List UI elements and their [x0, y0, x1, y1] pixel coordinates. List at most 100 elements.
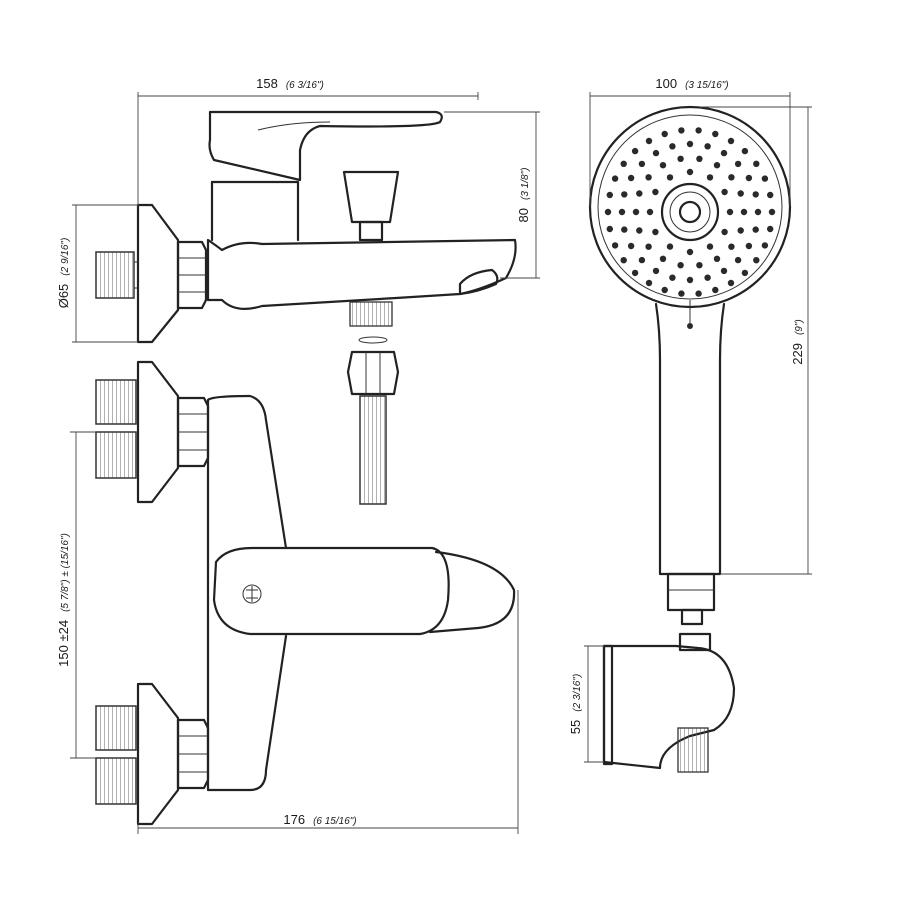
- nozzle-dot: [721, 228, 728, 236]
- nozzle-dot: [741, 269, 749, 277]
- nozzle-dot: [727, 137, 735, 145]
- nozzle-dot: [677, 155, 684, 162]
- nozzle-dot: [720, 267, 728, 275]
- nozzle-dot: [678, 127, 685, 134]
- brand-logo: [242, 584, 262, 604]
- shower-holder: [602, 632, 736, 773]
- nozzle-dot: [627, 174, 635, 182]
- nozzle-dot: [753, 257, 760, 264]
- nozzle-dot: [611, 242, 619, 249]
- nozzle-dot: [753, 160, 760, 167]
- nozzle-dot: [638, 256, 646, 264]
- nozzle-dot: [720, 149, 728, 157]
- dim-height-80: 80 (3 1/8"): [515, 168, 532, 223]
- nozzle-dot: [768, 208, 776, 216]
- nozzle-dot: [645, 174, 652, 181]
- nozzle-dot: [645, 137, 653, 145]
- nozzle-dot: [659, 255, 667, 262]
- nozzle-dot: [620, 257, 627, 264]
- nozzle-dot: [727, 279, 735, 287]
- nozzle-dot: [652, 228, 659, 236]
- nozzle-dot: [686, 276, 694, 284]
- nozzle-dot: [606, 191, 613, 199]
- nozzle-dot: [652, 149, 660, 157]
- nozzle-dot: [696, 262, 703, 269]
- dim-diameter: Ø65 (2 9/16"): [55, 238, 72, 309]
- nozzle-dot: [645, 279, 653, 287]
- nozzle-dot: [686, 248, 694, 256]
- nozzle-dot: [767, 191, 774, 199]
- dim-head-width: 100 (3 15/16"): [655, 75, 728, 92]
- nozzle-dot: [631, 147, 639, 155]
- nozzle-dot: [661, 130, 668, 138]
- nozzle-dot: [734, 160, 742, 168]
- nozzle-dot: [686, 140, 694, 148]
- nozzle-dot: [704, 274, 711, 281]
- nozzle-dot: [712, 286, 719, 294]
- nozzle-dot: [666, 174, 674, 181]
- nozzle-dot: [745, 242, 753, 250]
- nozzle-dot: [686, 168, 694, 176]
- dim-shower-length: 229 (9"): [789, 319, 806, 364]
- nozzle-dot: [695, 127, 702, 134]
- nozzle-dot: [666, 243, 674, 250]
- dim-bottom-width: 176 (6 15/16"): [283, 811, 356, 828]
- nozzle-dot: [636, 190, 643, 197]
- nozzle-dot: [741, 147, 749, 155]
- nozzle-dot: [669, 143, 676, 150]
- nozzle-dot: [621, 191, 628, 198]
- nozzle-dot: [604, 208, 612, 216]
- nozzle-dot: [618, 208, 626, 216]
- top-view-mixer: [95, 110, 517, 505]
- nozzle-dot: [713, 255, 721, 262]
- nozzle-dot: [652, 188, 659, 196]
- nozzle-dot: [669, 274, 676, 281]
- nozzle-dot: [606, 225, 613, 233]
- nozzle-dot: [645, 243, 652, 250]
- dim-centers: 150 ±24 (5 7/8") ± (15/16"): [55, 533, 72, 667]
- dim-top-width: 158 (6 3/16"): [256, 75, 324, 92]
- nozzle-dot: [661, 286, 668, 294]
- nozzle-dot: [767, 225, 774, 233]
- nozzle-dot: [695, 290, 702, 297]
- nozzle-dot: [677, 262, 684, 269]
- nozzle-dot: [706, 174, 714, 181]
- nozzle-dot: [627, 242, 635, 250]
- nozzle-dot: [631, 269, 639, 277]
- nozzle-dot: [611, 175, 619, 182]
- hand-shower: [588, 105, 792, 626]
- nozzle-dot: [752, 191, 759, 198]
- nozzle-dot: [638, 160, 646, 168]
- nozzle-dot: [726, 208, 734, 216]
- nozzle-dot: [721, 188, 728, 196]
- nozzle-dot: [646, 208, 654, 216]
- nozzle-dot: [696, 155, 703, 162]
- nozzle-dot: [728, 243, 735, 250]
- nozzle-dot: [761, 242, 769, 249]
- nozzle-dot: [737, 190, 744, 197]
- nozzle-dot: [632, 208, 640, 216]
- nozzle-dot: [752, 226, 759, 233]
- nozzle-dot: [659, 162, 667, 169]
- dimension-lines: [70, 92, 812, 834]
- nozzle-dot: [737, 227, 744, 234]
- nozzle-dot: [761, 175, 769, 182]
- dim-holder-height: 55 (2 3/16"): [567, 674, 584, 734]
- nozzle-dot: [713, 162, 721, 169]
- nozzle-dot: [652, 267, 660, 275]
- nozzle-dot: [734, 256, 742, 264]
- nozzle-dot: [712, 130, 719, 138]
- nozzle-dot: [754, 208, 762, 216]
- front-view-mixer: [95, 360, 516, 826]
- nozzle-dot: [706, 243, 714, 250]
- nozzle-dot: [678, 290, 685, 297]
- nozzle-dot: [620, 160, 627, 167]
- nozzle-dot: [704, 143, 711, 150]
- nozzle-dot: [745, 174, 753, 182]
- nozzle-dot: [621, 226, 628, 233]
- nozzle-dot: [728, 174, 735, 181]
- nozzle-dot: [636, 227, 643, 234]
- nozzle-pattern: [604, 127, 776, 297]
- nozzle-dot: [740, 208, 748, 216]
